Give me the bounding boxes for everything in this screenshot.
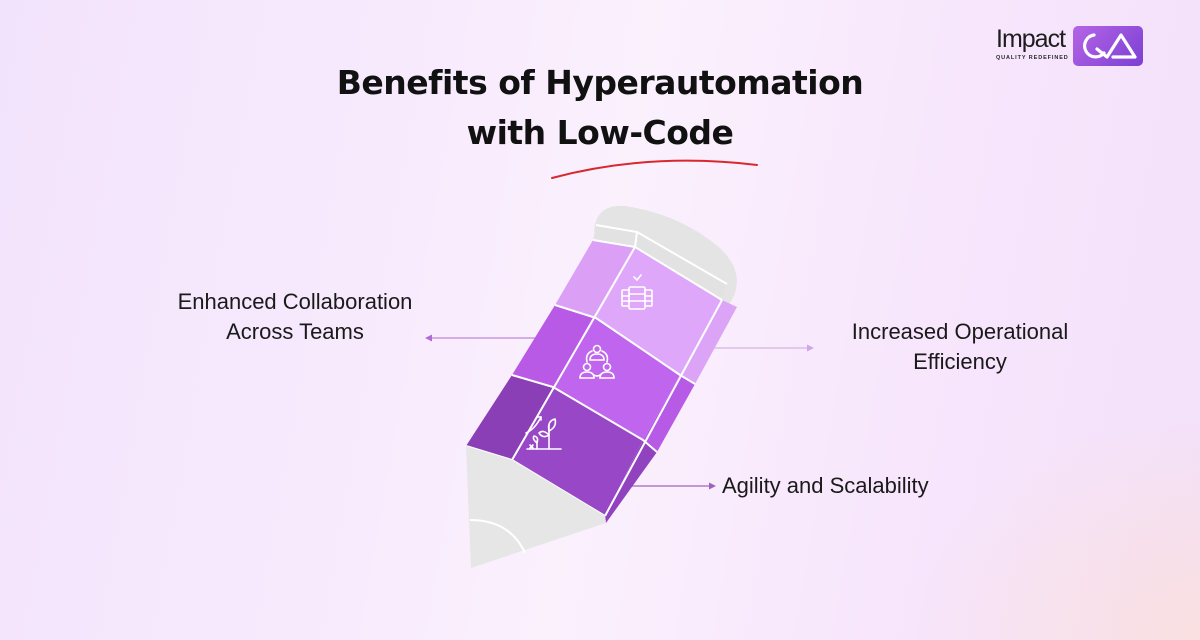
- segment-collaboration: [512, 305, 695, 452]
- label-collaboration-line-2: Across Teams: [226, 319, 364, 344]
- logo-impact-text: Impact: [996, 25, 1066, 53]
- segment-agility: [466, 375, 657, 523]
- servers-check-icon: [621, 274, 653, 310]
- label-collaboration-line-1: Enhanced Collaboration: [177, 289, 413, 314]
- title-line-1: Benefits of Hyperautomation: [336, 63, 864, 102]
- page-title: Benefits of Hyperautomation with Low-Cod…: [0, 58, 1200, 158]
- logo-wordmark: Impact QUALITY REDEFINED: [996, 26, 1069, 61]
- pencil-tip: [466, 446, 606, 568]
- arrow-right-icon: [709, 482, 716, 490]
- arrow-right-icon: [807, 344, 814, 352]
- label-efficiency-line-1: Increased Operational: [851, 319, 1069, 344]
- logo-qa-badge: [1072, 26, 1143, 66]
- qa-glyph-icon: [1082, 33, 1137, 59]
- title-line-2: with Low-Code: [466, 113, 734, 152]
- growth-plant-icon: [525, 416, 562, 450]
- label-collaboration: Enhanced Collaboration Across Teams: [140, 287, 450, 347]
- label-efficiency: Increased Operational Efficiency: [818, 317, 1102, 377]
- impactqa-logo: Impact QUALITY REDEFINED: [996, 26, 1143, 70]
- team-collaboration-icon: [579, 344, 615, 379]
- pencil-eraser: [593, 205, 737, 306]
- arrow-left-icon: [425, 334, 432, 342]
- logo-tagline: QUALITY REDEFINED: [996, 55, 1069, 61]
- label-agility: Agility and Scalability: [722, 471, 982, 501]
- label-agility-line-1: Agility and Scalability: [722, 473, 929, 498]
- connector-efficiency: [696, 344, 814, 352]
- title-underline: [551, 159, 758, 179]
- segment-efficiency: [555, 240, 737, 384]
- label-efficiency-line-2: Efficiency: [913, 349, 1007, 374]
